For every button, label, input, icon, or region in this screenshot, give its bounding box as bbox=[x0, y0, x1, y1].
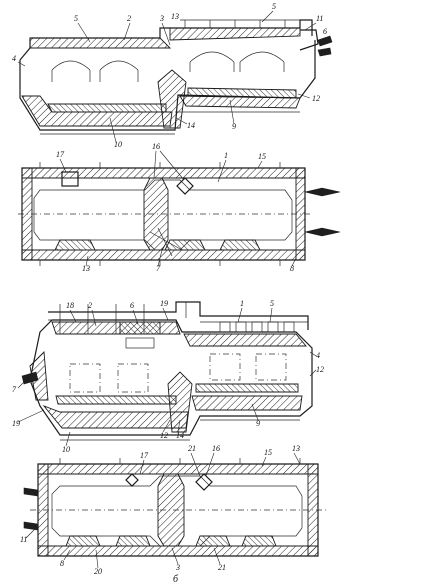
label: 6 bbox=[130, 301, 134, 310]
label: 5 bbox=[270, 299, 274, 308]
label: 3 bbox=[159, 14, 164, 23]
figure-caption: б bbox=[173, 574, 179, 585]
figure-b-plan-labels: 17 21 16 15 13 11 8 20 3 21 bbox=[20, 444, 301, 576]
label: 10 bbox=[114, 140, 122, 149]
figure-a-section-labels: 5 2 3 13 5 11 6 4 12 9 14 10 bbox=[12, 2, 327, 149]
label: 2 bbox=[127, 14, 131, 23]
label: 12 bbox=[312, 94, 320, 103]
label: 19 bbox=[160, 299, 168, 308]
label: 14 bbox=[176, 431, 184, 440]
label: 13 bbox=[292, 444, 300, 453]
label: 17 bbox=[140, 451, 149, 460]
label: 17 bbox=[56, 150, 65, 159]
label: 8 bbox=[290, 264, 294, 273]
label: 3 bbox=[175, 563, 180, 572]
label: 21 bbox=[218, 563, 226, 572]
label: 1 bbox=[224, 151, 228, 160]
figure-b-plan bbox=[23, 458, 326, 557]
roof-posts bbox=[180, 19, 300, 28]
label: 14 bbox=[187, 121, 195, 130]
label: 12 bbox=[160, 431, 168, 440]
label: 15 bbox=[258, 152, 266, 161]
label: 13 bbox=[82, 264, 90, 273]
figure-b-section bbox=[21, 301, 313, 441]
label: 12 bbox=[316, 365, 324, 374]
label: 11 bbox=[316, 14, 323, 23]
label: 16 bbox=[152, 142, 160, 151]
label: 15 bbox=[264, 448, 272, 457]
plan-b-posts bbox=[59, 458, 301, 464]
label: 19 bbox=[12, 419, 20, 428]
label: 5 bbox=[272, 2, 276, 11]
label: 6 bbox=[323, 27, 327, 36]
label: 21 bbox=[188, 444, 196, 453]
label: 5 bbox=[74, 14, 78, 23]
label: 9 bbox=[256, 419, 260, 428]
label: 16 bbox=[212, 444, 220, 453]
label: 11 bbox=[20, 535, 27, 544]
label: 9 bbox=[232, 122, 236, 131]
figure-a-section bbox=[19, 19, 333, 135]
label: 7 bbox=[12, 385, 17, 394]
figure-a-plan bbox=[18, 162, 341, 266]
label: 1 bbox=[240, 299, 244, 308]
label: 4 bbox=[12, 54, 16, 63]
label: 13 bbox=[171, 12, 179, 21]
figure-a-plan-labels: 17 16 1 15 13 7 8 bbox=[56, 142, 297, 273]
label: 18 bbox=[66, 301, 74, 310]
label: 7 bbox=[156, 264, 161, 273]
checker-bricks bbox=[219, 321, 295, 333]
label: 10 bbox=[62, 445, 70, 454]
label: 8 bbox=[60, 559, 64, 568]
label: 2 bbox=[88, 301, 92, 310]
plan-posts bbox=[39, 162, 281, 266]
label: 20 bbox=[94, 567, 102, 576]
label: 4 bbox=[316, 351, 320, 360]
figure-b-section-labels: 18 2 6 19 1 5 4 12 7 19 10 12 14 9 bbox=[12, 299, 324, 454]
